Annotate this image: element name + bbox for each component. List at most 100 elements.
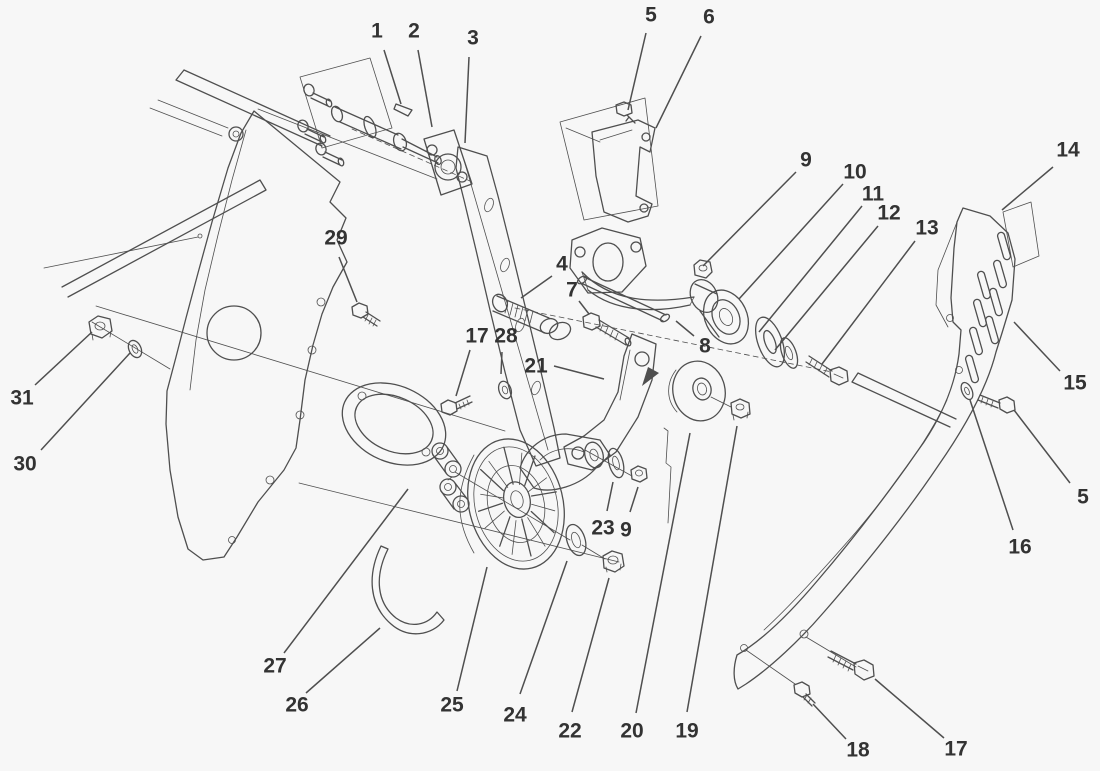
leader-line-13 (821, 240, 916, 365)
part-number-label: 22 (558, 720, 581, 743)
callout-25-27: 25 (440, 566, 488, 717)
leader-line-17 (874, 678, 945, 739)
leader-line-4 (520, 275, 553, 299)
part-number-label: 27 (263, 655, 286, 678)
impeller-25 (467, 438, 565, 570)
leader-line-8 (675, 320, 695, 337)
callout-9-24: 9 (620, 486, 639, 542)
callout-12-9: 12 (774, 202, 901, 351)
part-number-label: 29 (324, 227, 347, 250)
leader-line-1 (383, 49, 402, 105)
callout-17-14: 17 (455, 325, 489, 397)
leader-line-21 (553, 365, 605, 380)
leader-line-20 (635, 432, 691, 714)
part-number-label: 8 (699, 335, 711, 358)
part-number-label: 28 (494, 325, 518, 348)
part-number-label: 5 (645, 4, 657, 27)
bolt-7 (582, 312, 632, 347)
washer-28 (497, 380, 513, 400)
leader-line-15 (1013, 321, 1061, 372)
callout-1-0: 1 (371, 20, 402, 105)
part-number-label: 6 (703, 6, 715, 29)
belt-26 (371, 545, 445, 635)
bolt-5-right (977, 394, 1016, 414)
idler-pulley-20 (668, 360, 726, 422)
nut-31 (88, 315, 113, 341)
callout-2-1: 2 (408, 20, 433, 128)
leader-line-26 (305, 627, 381, 694)
callout-4-12: 4 (520, 253, 568, 299)
leader-line-23 (606, 481, 614, 512)
part-number-label: 20 (620, 720, 643, 743)
leader-line-30 (40, 352, 131, 451)
leader-line-31 (34, 331, 93, 386)
leader-line-14 (1001, 166, 1054, 211)
leader-line-17 (455, 349, 471, 397)
part-number-label: 2 (408, 20, 420, 43)
part-number-label: 14 (1056, 139, 1080, 162)
leader-line-7 (578, 300, 590, 315)
leader-line-3 (464, 56, 470, 144)
part-number-label: 25 (440, 694, 464, 717)
leader-line-24 (519, 560, 568, 695)
callout-16-22: 16 (969, 399, 1032, 559)
callout-23-23: 23 (591, 481, 615, 540)
callout-11-8: 11 (758, 183, 884, 333)
bearing-retainer (569, 227, 647, 294)
leader-line-12 (774, 225, 879, 351)
leader-line-11 (758, 205, 863, 333)
bolt-5-top (615, 101, 636, 124)
leader-line-27 (283, 488, 409, 654)
callout-10-7: 10 (738, 161, 867, 300)
part-number-label: 19 (675, 720, 698, 743)
leader-line-5 (1013, 409, 1071, 484)
washer-30 (127, 339, 143, 359)
bolt-18 (793, 681, 816, 707)
part-number-label: 24 (503, 704, 527, 727)
backing-plate-14 (1002, 201, 1040, 268)
hub-10 (689, 278, 750, 345)
part-number-label: 12 (877, 202, 900, 225)
leader-line-29 (338, 256, 358, 303)
flange-bearing-2 (423, 129, 473, 196)
callout-5-21: 5 (1013, 409, 1089, 509)
callout-30-19: 30 (13, 352, 131, 476)
leader-line-18 (812, 703, 847, 740)
shaft-mounting-plate (297, 57, 393, 167)
part-number-label: 26 (285, 694, 308, 717)
callout-19-31: 19 (675, 425, 738, 743)
part-number-label: 9 (800, 149, 812, 172)
leader-line-25 (456, 566, 488, 692)
spring-clip-strip (663, 427, 672, 524)
handle-tube-lines (43, 69, 331, 298)
callout-8-17: 8 (675, 320, 711, 358)
callout-6-4: 6 (655, 6, 715, 129)
part-number-label: 13 (915, 217, 938, 240)
part-number-label: 23 (591, 517, 614, 540)
callout-9-6: 9 (702, 149, 812, 267)
leader-line-2 (417, 49, 433, 128)
part-number-label: 5 (1077, 486, 1089, 509)
part-number-label: 18 (846, 739, 870, 762)
callout-31-18: 31 (10, 331, 93, 410)
callout-7-13: 7 (566, 279, 590, 315)
washer-11 (754, 316, 786, 368)
part-number-label: 31 (10, 387, 34, 410)
part-number-label: 30 (13, 453, 36, 476)
impeller-rim-depth (459, 454, 475, 554)
callout-13-10: 13 (821, 217, 939, 365)
nut-9-lower (630, 465, 648, 483)
callout-5-3: 5 (627, 4, 657, 111)
leader-line-5 (627, 32, 647, 111)
vent-slots (964, 231, 1012, 384)
leader-line-6 (655, 35, 702, 129)
leader-line-16 (969, 399, 1014, 531)
idler-arm-21 (563, 333, 659, 471)
part-number-label: 17 (944, 738, 967, 761)
nut-19 (730, 398, 751, 421)
part-number-label: 7 (566, 279, 578, 302)
spring-pin-4 (491, 293, 572, 341)
chain-links-27 (431, 442, 470, 513)
